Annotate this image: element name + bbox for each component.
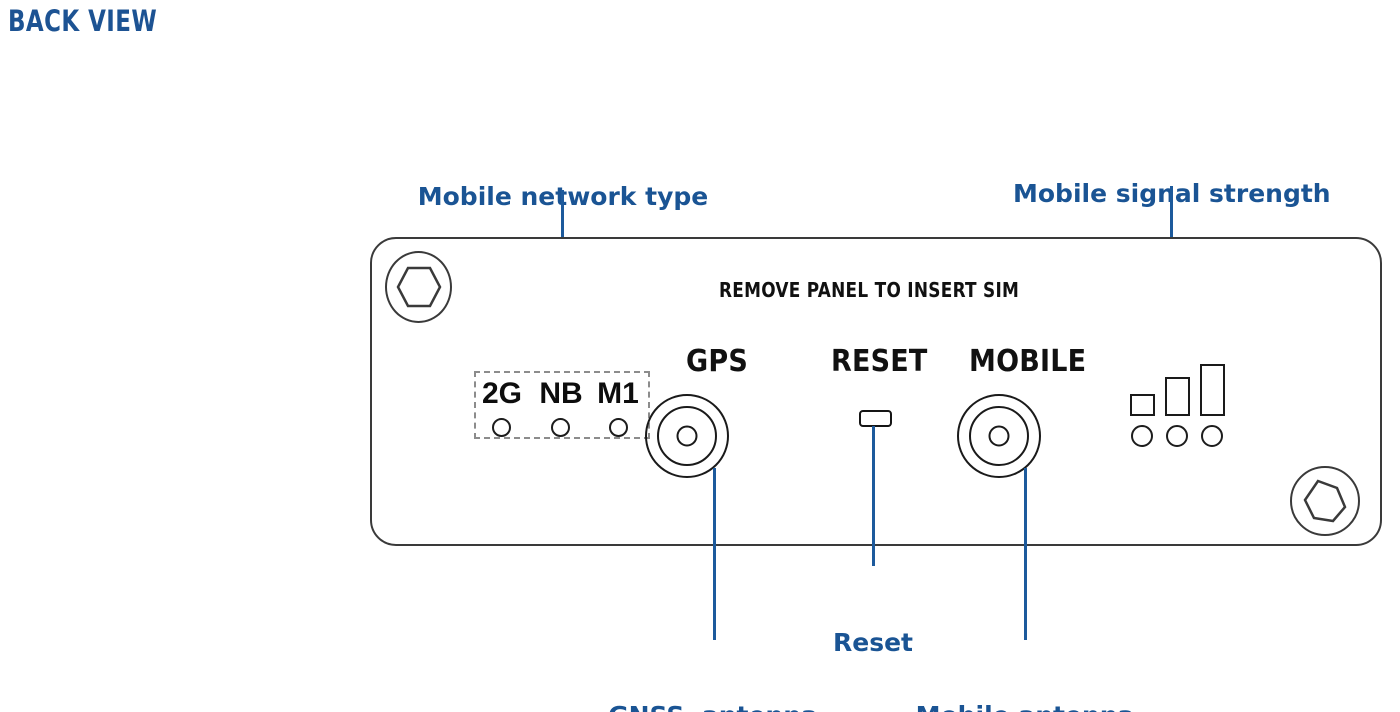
coax-center-pin	[676, 425, 698, 447]
callout-line-1: Mobile network type	[417, 181, 709, 211]
port-label-mobile: MOBILE	[969, 344, 1087, 379]
signal-bar-3	[1200, 364, 1225, 416]
signal-led-hole-1	[1131, 425, 1153, 447]
leader-line-reset-button	[872, 426, 875, 566]
leader-line-gnss-antenna-connector	[713, 468, 716, 640]
port-label-reset: RESET	[831, 344, 928, 379]
mobile-antenna-connector[interactable]	[957, 394, 1041, 478]
coax-middle-ring	[969, 406, 1029, 466]
port-label-gps: GPS	[686, 344, 748, 379]
led-label-m1: M1	[597, 377, 639, 410]
signal-led-hole-3	[1201, 425, 1223, 447]
led-hole-m1	[609, 418, 628, 437]
signal-bar-2	[1165, 377, 1190, 416]
callout-reset-button: Reset button	[773, 572, 973, 712]
callout-line-1: Mobile signal strength	[1013, 178, 1331, 208]
gnss-antenna-connector[interactable]	[645, 394, 729, 478]
led-label-2g: 2G	[481, 377, 523, 410]
callout-line-1: Reset	[833, 627, 913, 657]
sim-instruction-text: REMOVE PANEL TO INSERT SIM	[719, 278, 1020, 302]
callout-mobile-antenna-connector: Mobile antenna connector	[875, 645, 1175, 712]
reset-button[interactable]	[859, 410, 892, 427]
callout-line-1: GNSS antenna	[563, 701, 863, 712]
hexagon-icon	[1303, 479, 1347, 523]
coax-outer-ring	[645, 394, 729, 478]
callout-gnss-antenna-connector: GNSS antenna connector	[563, 645, 863, 712]
led-hole-nb	[551, 418, 570, 437]
coax-middle-ring	[657, 406, 717, 466]
screw-top-left	[385, 251, 452, 323]
network-type-led-group	[474, 371, 650, 439]
signal-bar-1	[1130, 394, 1155, 416]
callout-line-1: Mobile antenna	[875, 701, 1175, 712]
screw-bottom-right	[1290, 466, 1360, 536]
led-label-nb: NB	[539, 377, 583, 410]
signal-led-hole-2	[1166, 425, 1188, 447]
device-back-panel: REMOVE PANEL TO INSERT SIM 2G NB M1 GPS …	[370, 237, 1382, 546]
coax-outer-ring	[957, 394, 1041, 478]
led-hole-2g	[492, 418, 511, 437]
coax-center-pin	[988, 425, 1010, 447]
hexagon-icon	[396, 266, 441, 308]
leader-line-mobile-antenna-connector	[1024, 468, 1027, 640]
page-title: BACK VIEW	[8, 4, 158, 38]
